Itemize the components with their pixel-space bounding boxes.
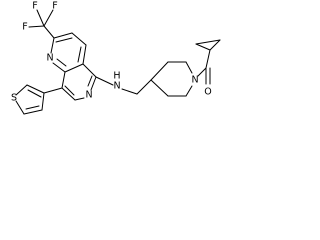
atom-f-left: F xyxy=(22,22,27,33)
bond-cyclopropyl-a xyxy=(195,43,211,51)
bond-c8-thiophene xyxy=(43,87,63,94)
bonds xyxy=(15,9,221,115)
bond-c5-n6-double xyxy=(87,75,93,87)
bond-c7-c8-double xyxy=(64,85,75,96)
atom-amine-h: H xyxy=(113,71,120,82)
bond-thio-c4-c3 xyxy=(41,92,45,111)
bond-cf3-ring xyxy=(43,25,55,39)
bond-c2-n1 xyxy=(50,37,55,54)
atom-f-top-left: F xyxy=(32,1,37,12)
bond-c4-c4a xyxy=(82,44,87,65)
bond-c7-c8 xyxy=(61,87,76,101)
bond-cf3-f-top-left xyxy=(36,9,45,27)
atom-amine-n: N xyxy=(113,81,120,92)
bond-nh-ch2 xyxy=(121,88,138,95)
atom-s-thiophene: S xyxy=(11,93,17,104)
bond-pip-c4-c3 xyxy=(150,61,169,81)
bond-ch2-pip-c4 xyxy=(136,79,152,95)
molecule-svg: F F F N S N N H N O xyxy=(11,1,221,115)
bond-c2-c3-double xyxy=(55,37,73,43)
bond-thio-c3-c2-double xyxy=(27,89,42,98)
bond-carbonyl-cyclopropyl xyxy=(205,49,211,69)
atom-labels: F F F N S N N H N O xyxy=(11,1,212,104)
bond-pip-c5-c4 xyxy=(150,79,169,97)
atom-n1: N xyxy=(46,53,53,64)
bond-c2-c3 xyxy=(53,32,73,39)
atom-f-top-right: F xyxy=(52,1,57,12)
bond-thio-c2-s xyxy=(15,84,28,96)
bond-cyclopropyl-c xyxy=(195,39,221,45)
atom-n6: N xyxy=(85,90,92,101)
bond-c5-nh xyxy=(95,76,114,86)
bond-thio-c5-c4-double xyxy=(25,105,40,110)
bond-thio-s-c5 xyxy=(15,100,25,115)
bond-thio-c5-c4 xyxy=(23,109,43,115)
bond-pip-n-c6 xyxy=(185,85,193,97)
bond-c4-c4a-double xyxy=(77,46,82,63)
bond-thio-c3-c2 xyxy=(26,84,45,94)
bond-n6-c7 xyxy=(74,97,85,101)
bond-pip-c2-n xyxy=(185,61,193,74)
bond-n1-c8a xyxy=(52,62,66,73)
bond-n1-c8a-double xyxy=(56,58,67,67)
bond-c8a-c4a xyxy=(64,63,84,73)
atom-o-carbonyl: O xyxy=(204,87,211,98)
atom-n-piperidine: N xyxy=(191,75,198,86)
bond-c5-n6 xyxy=(90,76,97,91)
bond-cyclopropyl-b xyxy=(209,39,221,51)
bond-pip-n-carbonyl xyxy=(197,67,207,77)
bond-c3-c4 xyxy=(71,32,87,46)
molecule-diagram: F F F N S N N H N O xyxy=(0,0,230,133)
bond-cf3-f-left xyxy=(28,25,45,28)
bond-c4a-c5 xyxy=(82,63,97,78)
bond-c8-c8a xyxy=(61,71,66,89)
bond-cf3-f-top-right xyxy=(43,9,54,27)
